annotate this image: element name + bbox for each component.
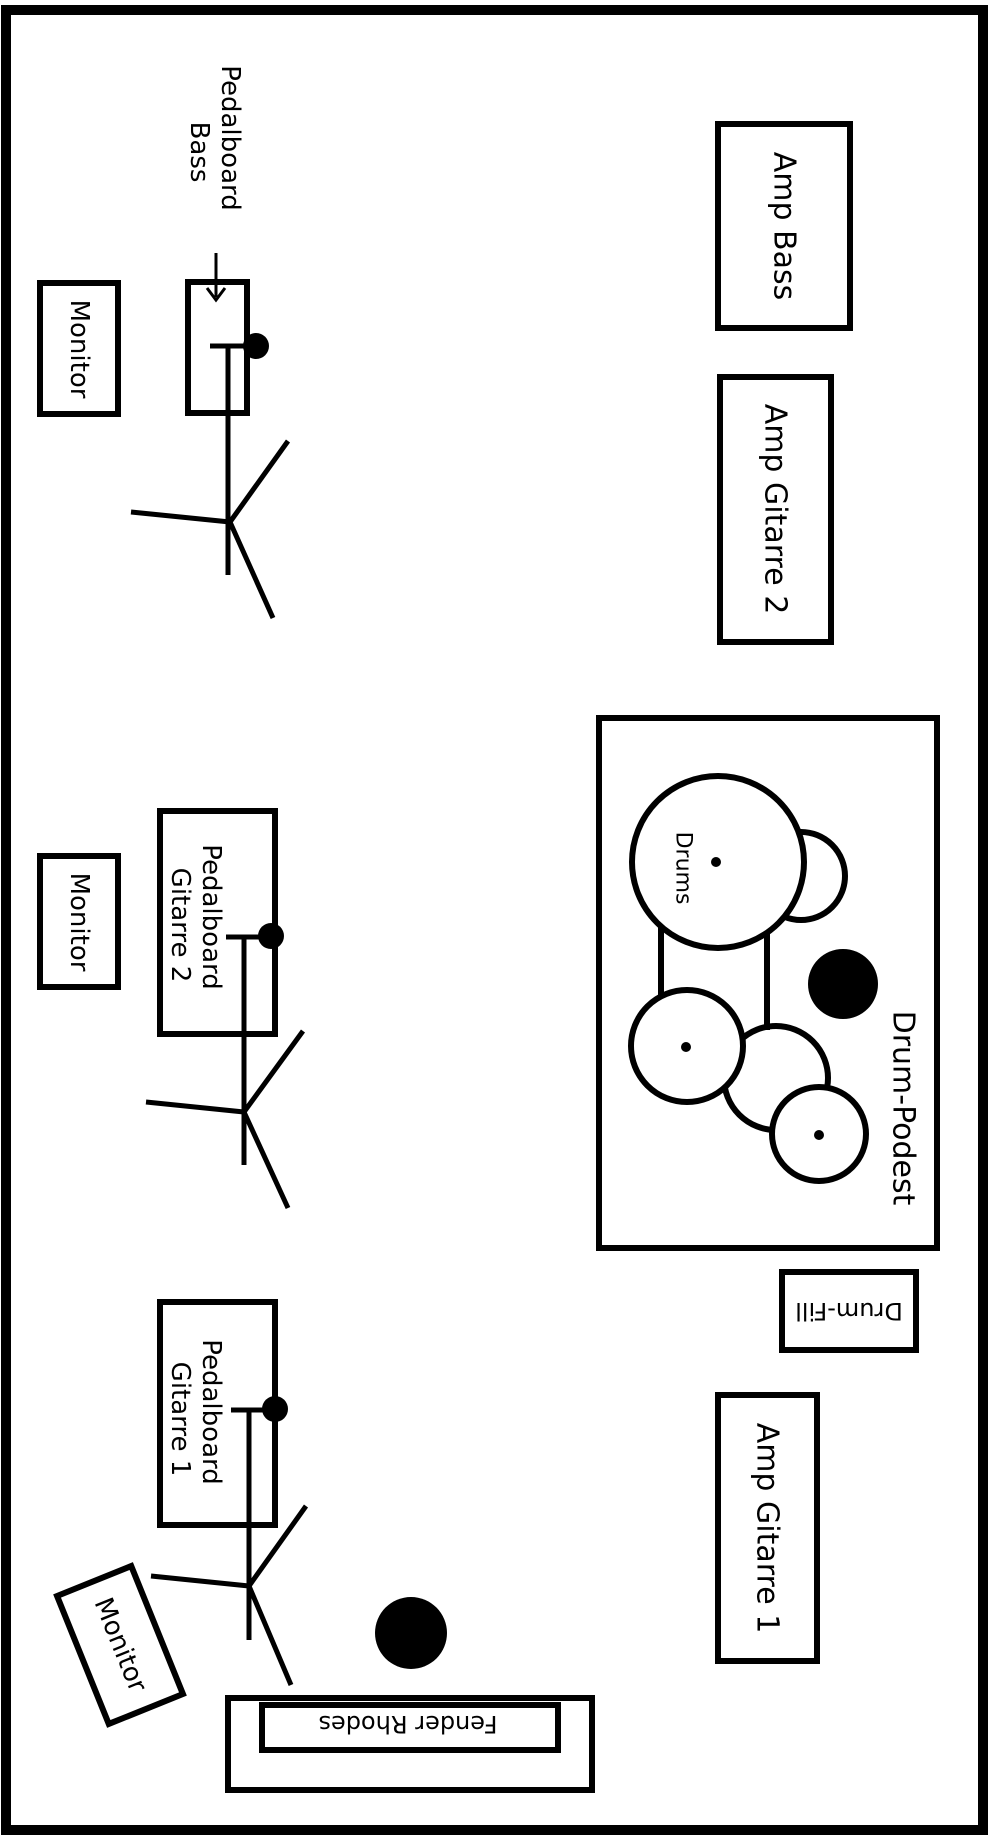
drum-fill-label: Drum-Fill (795, 1297, 903, 1325)
mic-gitarre-1 (262, 1396, 288, 1422)
drum-vocal-mic (808, 949, 878, 1019)
fender-rhodes: Fender Rhodes (225, 1695, 595, 1793)
arrowhead-icon (205, 287, 227, 303)
monitor-bass-label: Monitor (64, 300, 94, 399)
mic-stand-gitarre-1 (150, 1407, 309, 1686)
amp-gitarre-2: Amp Gitarre 2 (717, 374, 834, 645)
pedalboard-gitarre-2-label-1: Pedalboard (196, 844, 226, 990)
pedalboard-gitarre-1-label-2: Gitarre 1 (165, 1362, 195, 1477)
mic-bass (243, 333, 269, 359)
amp-gitarre-1: Amp Gitarre 1 (715, 1392, 820, 1664)
mic-stand-bass (130, 343, 291, 620)
drums-label: Drums (671, 832, 696, 905)
snare-center (681, 1042, 691, 1052)
drum-fill-monitor: Drum-Fill (779, 1269, 919, 1353)
monitor-bass: Monitor (37, 280, 121, 417)
bass-drum-center (711, 857, 721, 867)
amp-gitarre-2-label: Amp Gitarre 2 (758, 404, 793, 615)
pedalboard-gitarre-1-label-1: Pedalboard (196, 1339, 226, 1485)
pedalboard-gitarre-2: Pedalboard Gitarre 2 (157, 808, 278, 1037)
pedalboard-bass: Pedalboard Bass (184, 65, 250, 416)
pedalboard-gitarre-2-label-2: Gitarre 2 (165, 868, 195, 983)
amp-bass-label: Amp Bass (767, 152, 802, 301)
fender-rhodes-label: Fender Rhodes (318, 1710, 497, 1738)
drum-podest: Drum-Podest Drums (596, 715, 940, 1251)
amp-gitarre-1-label: Amp Gitarre 1 (750, 1423, 785, 1634)
monitor-gitarre-2-label: Monitor (64, 873, 94, 972)
mic-gitarre-2 (258, 923, 284, 949)
keys-vocal-mic (375, 1597, 447, 1669)
mic-stand-gitarre-2 (145, 934, 306, 1210)
pedalboard-bass-label-2: Bass (184, 122, 214, 183)
monitor-gitarre-2: Monitor (37, 853, 121, 990)
drum-podest-label: Drum-Podest (886, 1011, 921, 1206)
pedalboard-bass-label-1: Pedalboard (215, 65, 245, 211)
hi-hat-center (814, 1130, 824, 1140)
stage-border (1, 5, 988, 1835)
amp-bass: Amp Bass (715, 121, 853, 331)
